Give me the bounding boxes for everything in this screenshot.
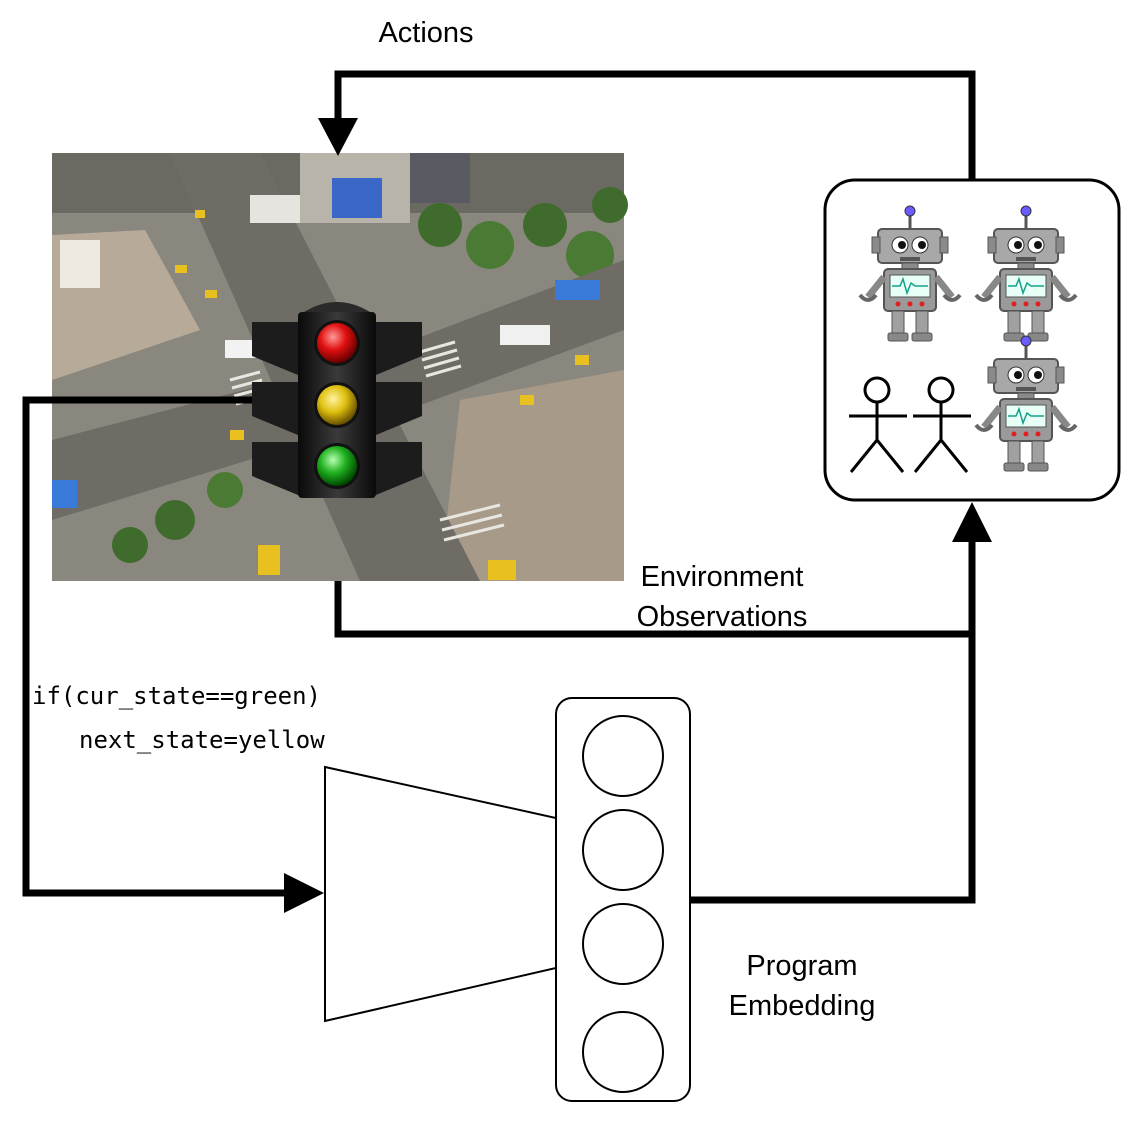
arrowhead-up — [952, 502, 992, 542]
yellow-light — [317, 385, 357, 425]
red-light — [317, 323, 357, 363]
actions-arrow — [334, 70, 976, 180]
arrowhead-down — [318, 118, 358, 156]
embedding-unit — [582, 903, 664, 985]
embedding-unit — [582, 715, 664, 797]
actions-label: Actions — [378, 17, 473, 49]
program-embedding-label-line2: Embedding — [729, 990, 876, 1022]
embedding-arrow — [690, 530, 976, 904]
observation-line — [334, 581, 972, 638]
program-code-line1: if(cur_state==green) — [32, 682, 321, 710]
environment-observations-label-line2: Observations — [637, 601, 808, 633]
embedding-unit — [582, 809, 664, 891]
encoder-trapezoid — [324, 765, 557, 1023]
green-light — [317, 446, 357, 486]
embedding-vector — [555, 697, 691, 1102]
arrowhead-right — [284, 873, 324, 913]
environment-observations-label-line1: Environment — [641, 561, 804, 593]
program-input-arrow — [22, 396, 292, 897]
program-embedding-label-line1: Program — [746, 950, 857, 982]
embedding-unit — [582, 1011, 664, 1093]
program-code-line2: next_state=yellow — [79, 726, 325, 754]
traffic-light-icon — [252, 302, 422, 498]
